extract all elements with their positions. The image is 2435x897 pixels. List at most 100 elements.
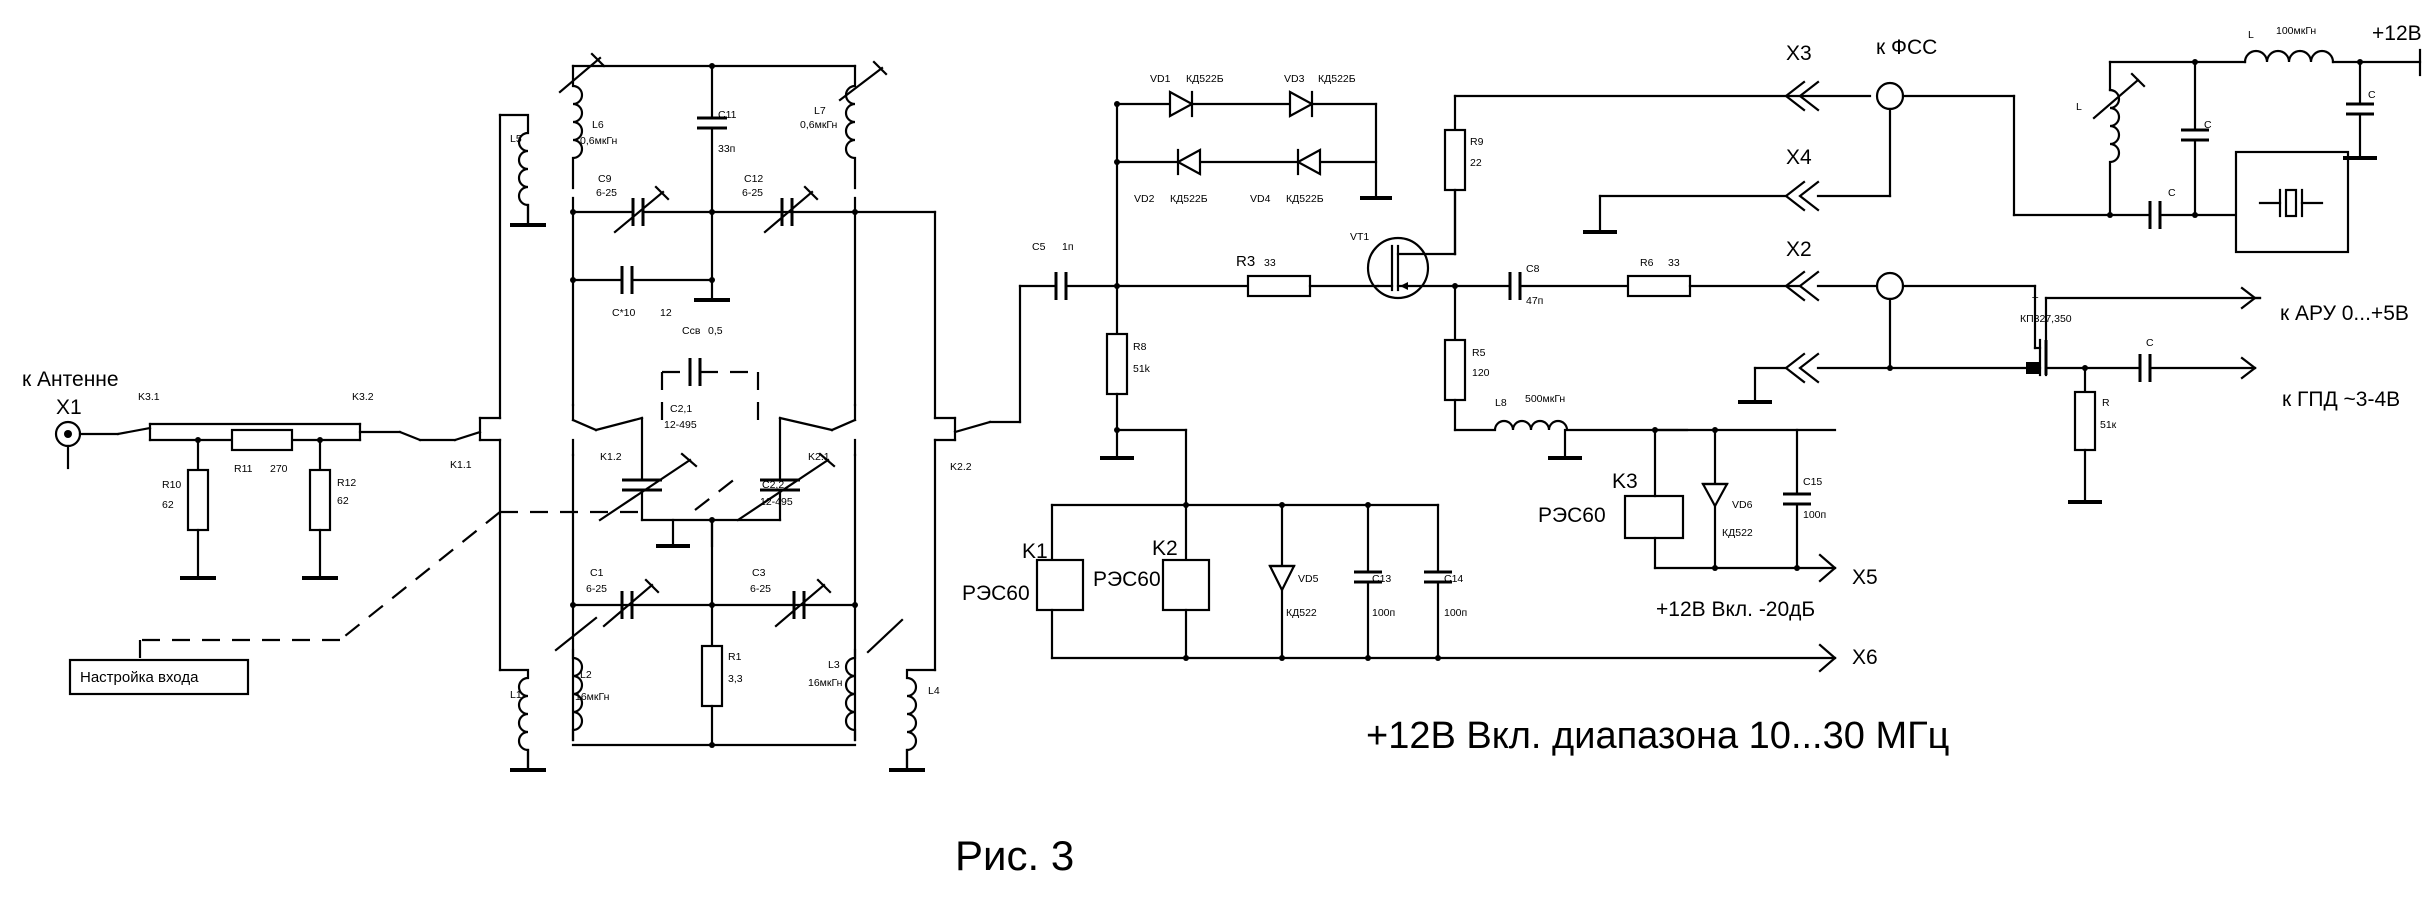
c5-label: C5	[1032, 241, 1046, 253]
antenna-connector-x1	[54, 420, 120, 470]
x1-label: X1	[56, 396, 82, 419]
l8-value: 500мкГн	[1525, 393, 1565, 405]
k1-label: K1	[1022, 540, 1048, 563]
c1-value: 6-25	[586, 583, 607, 595]
antenna-label: к Антенне	[22, 368, 119, 391]
l4-inductor	[905, 668, 937, 770]
t-label: T	[2032, 295, 2039, 307]
r6-label: R6	[1640, 257, 1654, 269]
vd6-label: VD6	[1732, 499, 1753, 511]
r3-resistor	[1246, 274, 1312, 298]
x6-label: X6	[1852, 646, 1878, 669]
l6-inductor	[571, 64, 584, 190]
k2-relay-coil	[1161, 558, 1211, 612]
x6-connector	[1818, 643, 1837, 673]
plus12v-minus20db-label: +12В Вкл. -20дБ	[1656, 598, 1815, 621]
r-resistor	[2073, 390, 2097, 452]
r5-label: R5	[1472, 347, 1486, 359]
c-c-label: C	[2368, 89, 2376, 101]
tune-input-box[interactable]	[68, 658, 250, 696]
c3-label: C3	[752, 567, 766, 579]
r-value: 51к	[2100, 419, 2117, 431]
vd1-value: КД522Б	[1186, 73, 1224, 85]
aru-output-arrow	[2240, 286, 2257, 310]
k1-type: РЭС60	[962, 582, 1030, 605]
k2-2-label: K2.2	[950, 461, 972, 473]
k1-1-label: K1.1	[450, 459, 472, 471]
l3-inductor	[844, 648, 857, 742]
c9-value: 6-25	[596, 187, 617, 199]
vd2-value: КД522Б	[1170, 193, 1208, 205]
k1-2-label: K1.2	[600, 451, 622, 463]
l2-inductor	[571, 648, 584, 742]
c-d-label: C	[2146, 337, 2154, 349]
l5-inductor	[498, 113, 530, 227]
r12-label: R12	[337, 477, 356, 489]
vd4-value: КД522Б	[1286, 193, 1324, 205]
c12-label: C12	[744, 173, 763, 185]
vd6-diode	[1701, 482, 1729, 509]
l5-label: L5	[510, 133, 522, 145]
vt1-transistor	[1366, 236, 1430, 300]
k2-1-label: K2.1	[808, 451, 830, 463]
r12-resistor	[308, 468, 332, 532]
c12-value: 6-25	[742, 187, 763, 199]
k3-relay-coil	[1623, 494, 1685, 540]
l2-value: 16мкГн	[575, 691, 610, 703]
k3-2-contact	[398, 430, 422, 442]
k1-relay-coil	[1035, 558, 1085, 612]
l7-inductor	[844, 64, 857, 190]
vd5-label: VD5	[1298, 573, 1319, 585]
c2-2-label: C2,2	[762, 479, 784, 491]
r1-resistor	[700, 644, 724, 708]
vd3-diode	[1288, 90, 1315, 118]
vd3-value: КД522Б	[1318, 73, 1356, 85]
r11-label: R11	[234, 463, 253, 475]
r6-resistor	[1626, 274, 1692, 298]
c10-label: C*10	[612, 307, 636, 319]
l6-label: L6	[592, 119, 604, 131]
c8-label: C8	[1526, 263, 1540, 275]
r9-resistor	[1443, 128, 1467, 192]
r1-value: 3,3	[728, 673, 743, 685]
vd2-label: VD2	[1134, 193, 1155, 205]
tune-input-label: Настройка входа	[80, 669, 199, 686]
r3-value: 33	[1264, 257, 1276, 269]
l3-label: L3	[828, 659, 840, 671]
c2-2-value: 12-495	[760, 496, 793, 508]
c15-label: C15	[1803, 476, 1822, 488]
k3-1-label: K3.1	[138, 391, 160, 403]
vd1-label: VD1	[1150, 73, 1171, 85]
c1-label: C1	[590, 567, 604, 579]
l3-value: 16мкГн	[808, 677, 843, 689]
vd3-label: VD3	[1284, 73, 1305, 85]
k3-2-label: K3.2	[352, 391, 374, 403]
k1-2-contact	[594, 416, 644, 432]
l8-label: L8	[1495, 397, 1507, 409]
c13-label: C13	[1372, 573, 1391, 585]
vd5-diode	[1268, 564, 1296, 593]
x5-label: X5	[1852, 566, 1878, 589]
l2-label: L2	[580, 669, 592, 681]
r5-resistor	[1443, 338, 1467, 402]
k3-label: K3	[1612, 470, 1638, 493]
c13-value: 100п	[1372, 607, 1395, 619]
csv-value: 0,5	[708, 325, 723, 337]
c9-label: C9	[598, 173, 612, 185]
l7-value: 0,6мкГн	[800, 119, 838, 131]
c11-value: 33п	[718, 143, 735, 155]
c14-label: C14	[1444, 573, 1463, 585]
r10-value: 62	[162, 499, 174, 511]
l1-label: L1	[510, 689, 522, 701]
c2-1-label: C2,1	[670, 403, 692, 415]
k3-1-contact	[116, 426, 152, 436]
x4-label: X4	[1786, 146, 1812, 169]
c10-value: 12	[660, 307, 672, 319]
c-b-label: C	[2168, 187, 2176, 199]
c15-value: 100п	[1803, 509, 1826, 521]
c2-1-value: 12-495	[664, 419, 697, 431]
l8-inductor	[1453, 419, 1689, 432]
r6-value: 33	[1668, 257, 1680, 269]
r10-label: R10	[162, 479, 181, 491]
